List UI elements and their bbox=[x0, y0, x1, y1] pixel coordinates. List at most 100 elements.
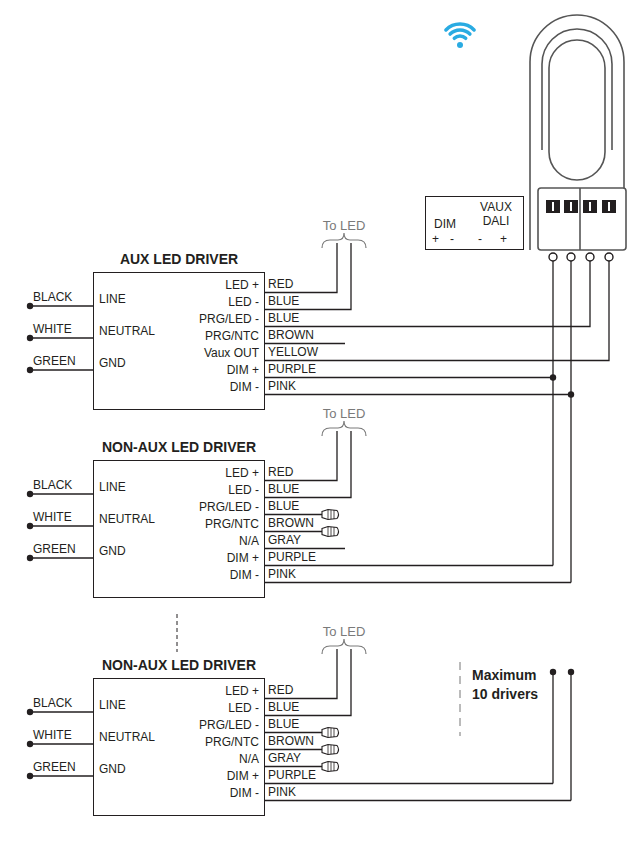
device-body bbox=[549, 40, 605, 180]
wire-nut bbox=[322, 728, 339, 738]
wire-color: BLUE bbox=[268, 482, 299, 496]
device-clip bbox=[542, 29, 612, 150]
wire-color: BLUE bbox=[268, 499, 299, 513]
wire-color: GRAY bbox=[268, 751, 301, 765]
wire bbox=[265, 343, 345, 344]
wire-color: PINK bbox=[268, 785, 296, 799]
output-terminal: LED - bbox=[228, 701, 259, 715]
wire bbox=[265, 514, 322, 515]
power-terminal: NEUTRAL bbox=[99, 324, 155, 338]
driver-title: AUX LED DRIVER bbox=[93, 252, 265, 266]
driver-box: LINENEUTRALGNDLED +LED -PRG/LED -PRG/NTC… bbox=[93, 272, 265, 410]
junction-dot bbox=[550, 374, 556, 380]
brace bbox=[322, 233, 366, 248]
wire bbox=[30, 775, 93, 776]
output-terminal: N/A bbox=[239, 534, 259, 548]
output-terminal: PRG/NTC bbox=[205, 329, 259, 343]
wire bbox=[30, 493, 93, 494]
wire bbox=[265, 261, 590, 327]
wire-color: RED bbox=[268, 277, 293, 291]
terminal-block bbox=[538, 188, 626, 250]
output-terminal: PRG/NTC bbox=[205, 517, 259, 531]
wire bbox=[265, 377, 553, 378]
wires bbox=[30, 243, 609, 801]
wire bbox=[265, 582, 571, 583]
output-terminal: LED - bbox=[228, 483, 259, 497]
wire-nut bbox=[322, 762, 339, 772]
junction-dot bbox=[27, 491, 33, 497]
wire bbox=[552, 672, 553, 784]
wire-color: YELLOW bbox=[268, 345, 318, 359]
wire bbox=[265, 766, 322, 767]
output-terminal: DIM - bbox=[230, 568, 259, 582]
wire bbox=[265, 261, 609, 361]
wire bbox=[30, 711, 93, 712]
wire-color: BLUE bbox=[268, 311, 299, 325]
wire-color: WHITE bbox=[33, 322, 72, 336]
wire bbox=[265, 732, 322, 733]
junction-dot bbox=[550, 669, 556, 675]
output-terminal: PRG/NTC bbox=[205, 735, 259, 749]
output-terminal: LED + bbox=[225, 466, 259, 480]
power-terminal: LINE bbox=[99, 292, 126, 306]
wire-color: WHITE bbox=[33, 510, 72, 524]
output-terminal: DIM - bbox=[230, 786, 259, 800]
junction-dot bbox=[568, 669, 574, 675]
brace bbox=[322, 639, 366, 654]
wire-color: BLUE bbox=[268, 717, 299, 731]
wire bbox=[265, 548, 345, 549]
power-terminal: GND bbox=[99, 762, 126, 776]
wire bbox=[265, 649, 351, 716]
wire-color: PURPLE bbox=[268, 362, 316, 376]
wire-color: RED bbox=[268, 683, 293, 697]
wire-color: BLUE bbox=[268, 700, 299, 714]
wire-color: BROWN bbox=[268, 328, 314, 342]
controller-device bbox=[530, 15, 626, 261]
junction-dot bbox=[27, 709, 33, 715]
wire bbox=[265, 243, 337, 293]
wire-color: BROWN bbox=[268, 734, 314, 748]
continuation-bar bbox=[460, 662, 461, 736]
wire-color: GREEN bbox=[33, 760, 76, 774]
output-terminal: N/A bbox=[239, 752, 259, 766]
wire bbox=[30, 525, 93, 526]
terminal-slots bbox=[553, 202, 609, 211]
power-terminal: LINE bbox=[99, 698, 126, 712]
wire-color: BLACK bbox=[33, 478, 72, 492]
terminal-label: VAUX DALI bbox=[474, 200, 518, 228]
output-terminal: PRG/LED - bbox=[199, 500, 259, 514]
led-driver: NON-AUX LED DRIVERLINENEUTRALGNDLED +LED… bbox=[93, 654, 265, 816]
wire bbox=[265, 565, 553, 566]
power-terminal: GND bbox=[99, 356, 126, 370]
wire-color: BLUE bbox=[268, 294, 299, 308]
wire-color: BLACK bbox=[33, 290, 72, 304]
wire bbox=[30, 305, 93, 306]
led-driver: AUX LED DRIVERLINENEUTRALGNDLED +LED -PR… bbox=[93, 248, 265, 410]
output-terminal: Vaux OUT bbox=[204, 346, 259, 360]
wire bbox=[265, 800, 571, 801]
wire-color: PINK bbox=[268, 567, 296, 581]
power-terminal: NEUTRAL bbox=[99, 730, 155, 744]
to-led-note: To LED bbox=[323, 219, 366, 233]
note: Maximum 10 drivers bbox=[472, 666, 548, 704]
wire bbox=[265, 783, 553, 784]
wifi-icon bbox=[446, 24, 474, 48]
terminal-divider bbox=[579, 188, 581, 250]
junction-dot bbox=[27, 555, 33, 561]
power-terminal: GND bbox=[99, 544, 126, 558]
wire bbox=[265, 394, 571, 395]
output-terminal: DIM - bbox=[230, 380, 259, 394]
wire-color: GRAY bbox=[268, 533, 301, 547]
output-terminal: DIM + bbox=[227, 769, 259, 783]
wire bbox=[265, 749, 322, 750]
junction-dot bbox=[27, 773, 33, 779]
brace bbox=[322, 421, 366, 436]
wire bbox=[552, 261, 553, 566]
terminal-label: DIM bbox=[434, 217, 456, 231]
terminal-label: - bbox=[450, 232, 454, 246]
terminal-holes bbox=[549, 253, 613, 261]
wire bbox=[265, 531, 322, 532]
wire bbox=[30, 557, 93, 558]
output-terminal: DIM + bbox=[227, 551, 259, 565]
